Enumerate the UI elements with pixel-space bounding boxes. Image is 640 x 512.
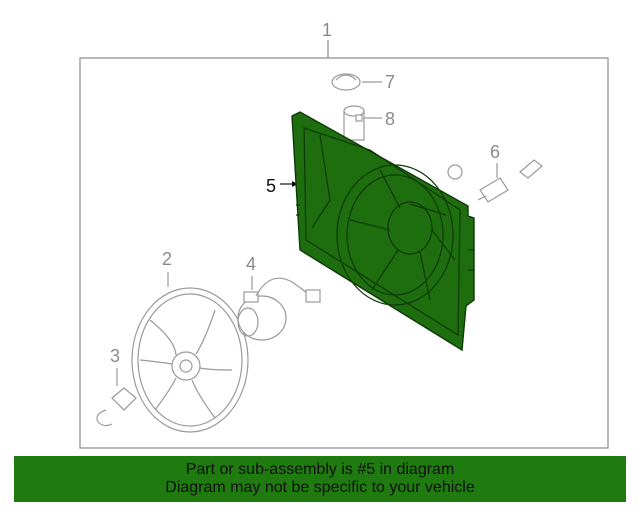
neck-part-8[interactable] — [343, 105, 365, 141]
callout-7[interactable]: 7 — [385, 72, 395, 92]
assembly-frame — [79, 57, 609, 449]
cap-part-7[interactable] — [331, 73, 361, 91]
fan-shroud-part-5[interactable] — [291, 111, 475, 352]
sensor-part-6[interactable] — [447, 159, 543, 203]
callout-2[interactable]: 2 — [162, 249, 172, 269]
fan-blade-part-2[interactable] — [131, 287, 249, 433]
callout-1[interactable]: 1 — [322, 20, 332, 40]
parts-diagram: 1 7 8 6 5 2 4 3 — [79, 20, 609, 449]
callout-4[interactable]: 4 — [246, 254, 256, 274]
callout-3[interactable]: 3 — [110, 346, 120, 366]
motor-part-4[interactable] — [237, 277, 321, 341]
callout-6[interactable]: 6 — [490, 142, 500, 162]
banner-line-2: Diagram may not be specific to your vehi… — [165, 479, 475, 496]
callout-5[interactable]: 5 — [266, 176, 276, 196]
callout-8[interactable]: 8 — [385, 109, 395, 129]
banner-line-1: Part or sub-assembly is #5 in diagram — [185, 461, 455, 478]
info-banner: Part or sub-assembly is #5 in diagram Di… — [14, 456, 626, 502]
clip-part-3[interactable] — [96, 387, 137, 427]
